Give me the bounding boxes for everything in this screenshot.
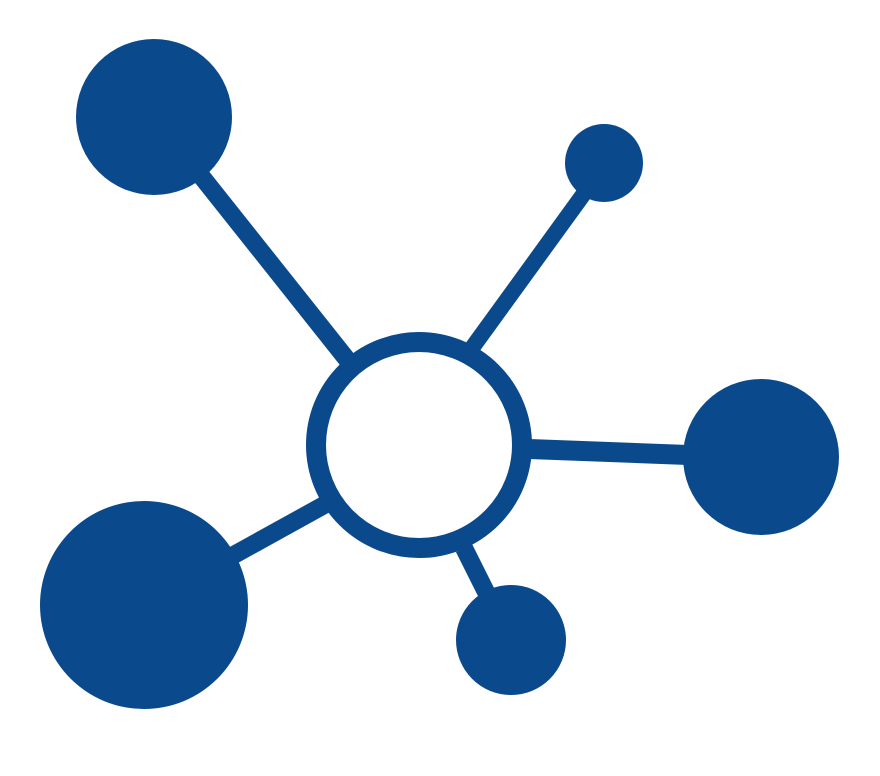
node-top-right [565,124,643,202]
node-top-left [76,39,232,195]
hub-node [306,332,532,558]
connector-line-right [528,439,689,465]
connector-line-top-right [465,183,595,353]
connector-line-bottom-left [227,496,331,564]
node-right [683,379,839,535]
node-bottom-left [40,501,248,709]
connector-line-top-left [190,166,357,368]
node-bottom [456,585,566,695]
